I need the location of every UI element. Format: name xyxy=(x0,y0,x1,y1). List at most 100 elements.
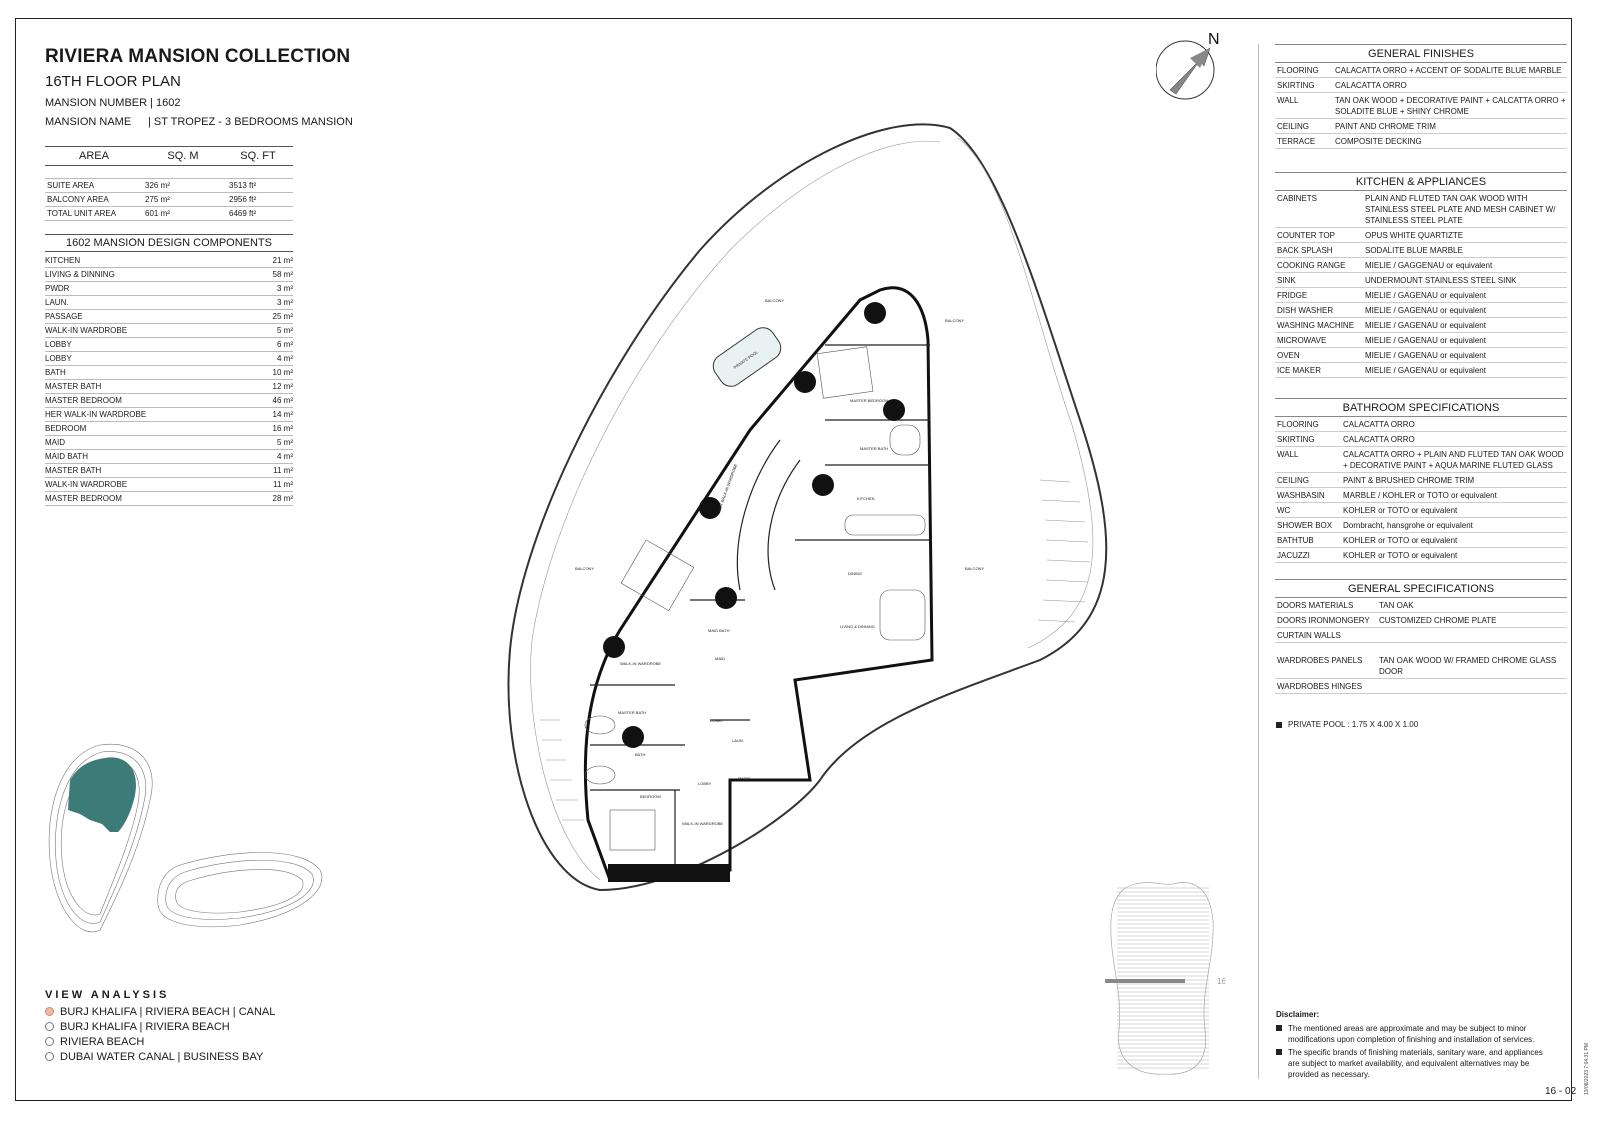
components-title: 1602 MANSION DESIGN COMPONENTS xyxy=(45,234,293,252)
suite-outline xyxy=(583,286,934,882)
disclaimer-title: Disclaimer: xyxy=(1276,1010,1320,1019)
page-number: 16 - 02 xyxy=(1545,1086,1577,1097)
mansion-name-label: MANSION NAME xyxy=(45,116,132,128)
general-specs-title: GENERAL SPECIFICATIONS xyxy=(1275,579,1567,598)
pwdr-label: PWDR xyxy=(738,776,750,781)
bullet-icon xyxy=(1276,721,1282,728)
radio-icon[interactable] xyxy=(45,1037,54,1046)
balcony-label-top: BALCONY xyxy=(765,298,784,303)
radio-icon[interactable] xyxy=(45,1022,54,1031)
building-elevation: 16 xyxy=(1105,882,1225,1075)
view-option[interactable]: DUBAI WATER CANAL | BUSINESS BAY xyxy=(45,1049,275,1064)
view-analysis-title: VIEW ANALYSIS xyxy=(45,989,170,1001)
radio-selected-icon[interactable] xyxy=(45,1007,54,1016)
living-label: LIVING & DINNING xyxy=(840,624,875,629)
view-analysis: VIEW ANALYSIS BURJ KHALIFA | RIVIERA BEA… xyxy=(45,989,275,1064)
view-option[interactable]: BURJ KHALIFA | RIVIERA BEACH xyxy=(45,1019,275,1034)
furniture xyxy=(584,346,926,851)
view-option[interactable]: RIVIERA BEACH xyxy=(45,1034,275,1049)
page-frame xyxy=(15,18,1572,1101)
laun-label: LAUN. xyxy=(732,738,744,743)
compass-icon: N xyxy=(1155,31,1220,100)
floor-plan: PRIVATE POOL BALCONY BALCONY BALCONY BAL… xyxy=(507,123,1108,892)
highlighted-unit xyxy=(68,757,136,832)
floor-marker-label: 16 xyxy=(1217,977,1225,986)
print-stamp: 13/08/2023 7:04:31 PM xyxy=(1584,1043,1590,1095)
kitchen-label: KITCHEN xyxy=(857,496,875,501)
bath-label: BATH xyxy=(635,752,645,757)
lobby-label-2: LOBBY xyxy=(698,781,712,786)
walk-in-label-2: WALK-IN WARDROBE xyxy=(682,821,723,826)
private-pool xyxy=(712,327,782,387)
structural-columns xyxy=(603,302,905,748)
bullet-icon xyxy=(1276,1049,1282,1055)
radio-icon[interactable] xyxy=(45,1052,54,1061)
disclaimer-item: The specific brands of finishing materia… xyxy=(1288,1048,1543,1079)
north-arrow: N xyxy=(1155,30,1226,107)
sqm-header: SQ. M xyxy=(167,150,199,162)
table-row: CURTAIN WALLS xyxy=(1275,628,1567,643)
view-option[interactable]: BURJ KHALIFA | RIVIERA BEACH | CANAL xyxy=(45,1004,275,1019)
balcony-label-right2: BALCONY xyxy=(965,566,984,571)
project-title: RIVIERA MANSION COLLECTION xyxy=(45,46,351,67)
balcony-label-right: BALCONY xyxy=(945,318,964,323)
walk-in-label: WALK-IN WARDROBE xyxy=(620,661,661,666)
interior-walls xyxy=(590,344,932,880)
floor-plan-title: 16TH FLOOR PLAN xyxy=(45,73,181,90)
balcony-label-left: BALCONY xyxy=(575,566,594,571)
master-bedroom-label: MASTER BEDROOM xyxy=(850,398,888,403)
sqft-header: SQ. FT xyxy=(240,150,276,162)
master-bath-label: MASTER BATH xyxy=(860,446,888,451)
key-plan xyxy=(48,743,323,933)
lobby-label: LOBBY xyxy=(710,718,724,723)
private-pool-note: PRIVATE POOL : 1.75 X 4.00 X 1.00 xyxy=(1276,720,1418,729)
disclaimer: Disclaimer: The mentioned areas are appr… xyxy=(1276,1009,1546,1080)
table-row: LAUN.3 m² xyxy=(45,296,293,310)
maid-label: MAID xyxy=(715,656,725,661)
disclaimer-item: The mentioned areas are approximate and … xyxy=(1288,1024,1535,1044)
balcony-hatch xyxy=(540,479,1091,821)
bullet-icon xyxy=(1276,1025,1282,1031)
divider xyxy=(1258,44,1259,1079)
mansion-name-value: | ST TROPEZ - 3 BEDROOMS MANSION xyxy=(148,116,353,128)
stair-block xyxy=(608,864,730,882)
mansion-number: MANSION NUMBER | 1602 xyxy=(45,97,181,109)
table-row: WARDROBES HINGES xyxy=(1275,679,1567,694)
